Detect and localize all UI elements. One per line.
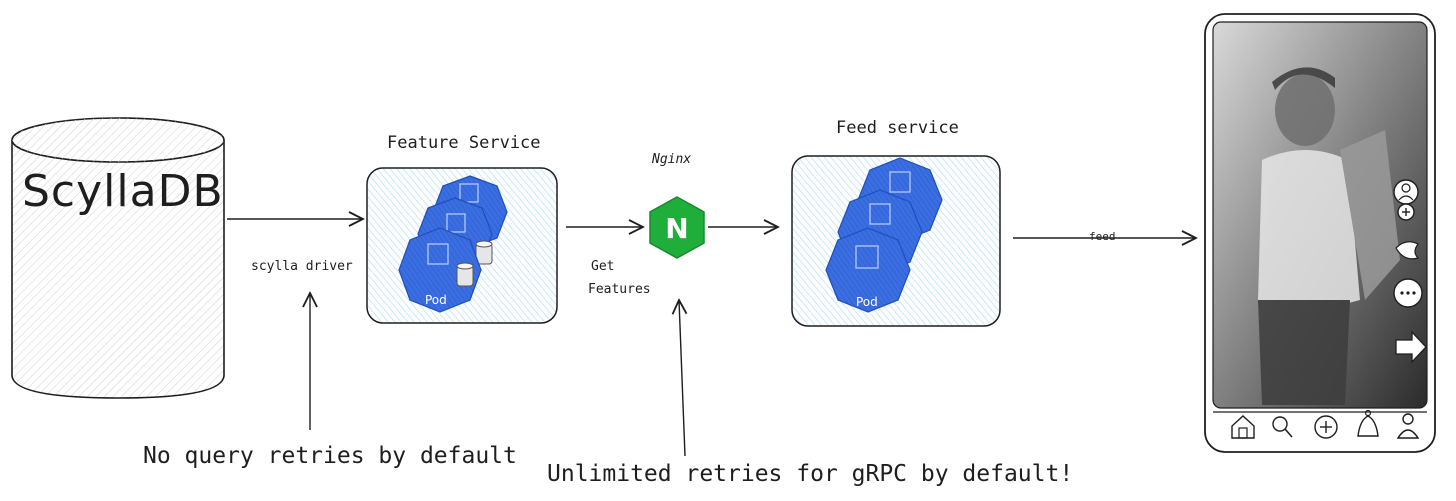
notification-bell-icon[interactable]: [1357, 409, 1379, 437]
feature-service-title: Feature Service: [387, 133, 541, 153]
share-arrow-icon[interactable]: [1395, 330, 1427, 364]
scylladb-cylinder: [11, 117, 225, 399]
feed-label: feed: [1089, 230, 1116, 243]
pod-hexagon: Pod: [398, 227, 482, 313]
storage-icon: [475, 240, 493, 265]
pod-hexagon: Pod: [825, 227, 911, 313]
note-no-query-retries: No query retries by default: [143, 443, 517, 469]
feed-service-pods: Pod: [825, 157, 943, 313]
add-icon[interactable]: [1314, 415, 1338, 439]
arrow-note-right-up: [679, 300, 685, 457]
nginx-logo: N: [649, 196, 705, 259]
storage-icon: [456, 262, 474, 287]
pod-label: Pod: [425, 293, 447, 307]
like-icon[interactable]: [1395, 241, 1420, 260]
nginx-glyph: N: [665, 212, 688, 245]
plus-icon[interactable]: [1397, 203, 1415, 221]
feed-service-title: Feed service: [836, 118, 959, 138]
person-silhouette: [1258, 67, 1400, 405]
phone-mockup: [1204, 13, 1436, 453]
feature-service-pods: Pod: [398, 175, 508, 313]
scylla-driver-label: scylla driver: [251, 259, 353, 274]
profile-nav-icon[interactable]: [1396, 413, 1420, 439]
note-unlimited-retries: Unlimited retries for gRPC by default!: [547, 461, 1074, 487]
search-icon[interactable]: [1272, 416, 1293, 438]
get-features-label-line1: Get: [591, 259, 615, 274]
get-features-label-line2: Features: [588, 282, 651, 297]
pod-label: Pod: [856, 295, 878, 309]
profile-icon[interactable]: [1393, 179, 1419, 205]
nginx-title: Nginx: [652, 152, 692, 167]
home-icon[interactable]: [1231, 415, 1255, 439]
scylladb-label: ScyllaDB: [22, 166, 224, 217]
comment-icon[interactable]: [1393, 278, 1423, 308]
